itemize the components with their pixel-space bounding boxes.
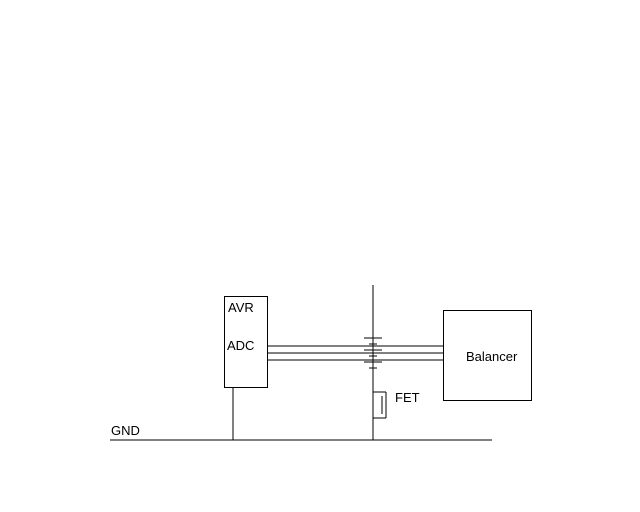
balancer-box: [443, 310, 532, 401]
fet-label: FET: [395, 390, 420, 405]
adc-sense-wires: [268, 345, 443, 361]
fet-symbol: [373, 391, 387, 419]
balancer-label: Balancer: [466, 349, 518, 364]
adc-label: ADC: [227, 338, 255, 353]
battery-symbol: [364, 337, 382, 369]
gnd-label: GND: [111, 423, 140, 438]
avr-adc-box: [224, 296, 268, 388]
avr-label: AVR: [228, 300, 254, 315]
